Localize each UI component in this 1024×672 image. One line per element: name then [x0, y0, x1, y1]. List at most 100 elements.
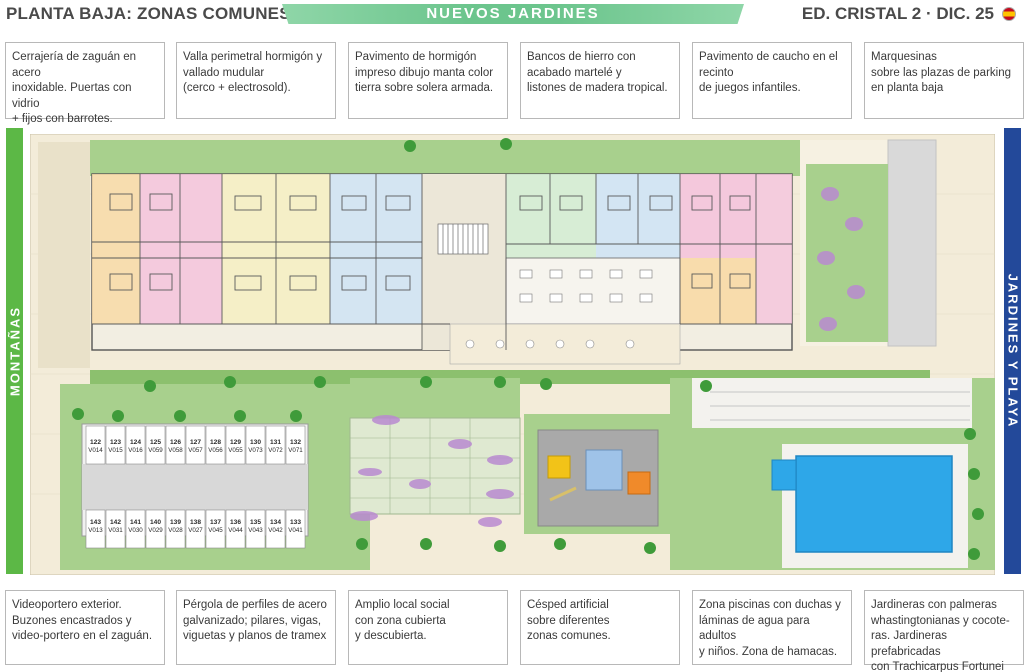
pool-zone — [670, 378, 995, 570]
parking-space-code: V043 — [248, 527, 263, 534]
unit-pink-east — [680, 174, 756, 258]
parking-space-code: V073 — [248, 447, 263, 454]
parking-space — [85, 509, 106, 549]
parking-space-number: 138 — [190, 519, 201, 526]
parking-space-number: 129 — [230, 439, 241, 446]
parking-space — [125, 425, 146, 465]
spain-flag-icon — [1002, 7, 1016, 21]
note-pool-area: Zona piscinas con duchas y láminas de ag… — [692, 590, 852, 665]
page-title: PLANTA BAJA: ZONAS COMUNES — [6, 4, 291, 23]
parking-space-code: V027 — [188, 527, 203, 534]
unit-pink-east-2 — [756, 174, 792, 324]
parking-space-code: V013 — [88, 527, 103, 534]
play-climber-orange — [627, 471, 651, 495]
parking-space — [145, 425, 166, 465]
parking-row-bottom: 143V013142V031141V030140V029139V028138V0… — [85, 509, 306, 549]
side-label-gardens-beach-text: JARDINES Y PLAYA — [1005, 273, 1020, 429]
flower-beds — [350, 415, 514, 527]
parking-space-code: V014 — [88, 447, 103, 454]
parking-space — [185, 509, 206, 549]
parking-space-number: 135 — [250, 519, 261, 526]
play-net-court — [585, 449, 623, 491]
parking-space — [105, 509, 126, 549]
parking-space-number: 132 — [290, 439, 301, 446]
lobby-core — [422, 174, 506, 350]
parking-space-code: V072 — [268, 447, 283, 454]
play-sandbox-yellow — [547, 455, 571, 479]
note-social-room: Amplio local social con zona cubierta y … — [348, 590, 508, 665]
parking-space — [205, 509, 226, 549]
east-parking-canopy — [887, 139, 937, 347]
note-palm-planters: Jardineras con palmeras whastingtonianas… — [864, 590, 1024, 672]
parking-space-code: V041 — [288, 527, 303, 534]
note-rubber-flooring: Pavimento de caucho en el recinto de jue… — [692, 42, 852, 119]
swing-frame — [549, 486, 577, 502]
parking-space-number: 131 — [270, 439, 281, 446]
parking-space-code: V029 — [148, 527, 163, 534]
parking-space-number: 136 — [230, 519, 241, 526]
unit-orange-east — [680, 258, 756, 324]
parking-space — [265, 509, 286, 549]
lobby-stairs — [437, 223, 489, 255]
palm-trees — [72, 138, 984, 560]
social-room-tables — [519, 269, 653, 303]
parking-space-number: 142 — [110, 519, 121, 526]
west-lawn — [38, 142, 90, 368]
note-parking-canopies: Marquesinas sobre las plazas de parking … — [864, 42, 1024, 119]
building-block — [91, 173, 793, 365]
pergola-slats — [350, 418, 520, 514]
parking-space-code: V044 — [228, 527, 243, 534]
parking-space — [205, 425, 226, 465]
parking-space — [105, 425, 126, 465]
parking-space — [265, 425, 286, 465]
parking-aisle — [82, 464, 308, 510]
parking-space-code: V055 — [228, 447, 243, 454]
parking-space-number: 143 — [90, 519, 101, 526]
parking-space-number: 139 — [170, 519, 181, 526]
note-iron-benches: Bancos de hierro con acabado martelé y l… — [520, 42, 680, 119]
site-plan: 122V014123V015124V016125V059126V058127V0… — [30, 134, 995, 575]
unit-green-east — [506, 174, 596, 258]
terrace-tables — [465, 339, 635, 349]
parking-space — [85, 425, 106, 465]
social-room — [505, 257, 681, 325]
parking-space — [165, 425, 186, 465]
parking-space — [245, 509, 266, 549]
parking-space-number: 134 — [270, 519, 281, 526]
parking-space-number: 130 — [250, 439, 261, 446]
note-steel-pergola: Pérgola de perfiles de acero galvanizado… — [176, 590, 336, 665]
kids-pool — [771, 459, 797, 491]
pergola-garden — [349, 378, 521, 527]
parking-space-number: 133 — [290, 519, 301, 526]
parking-space — [225, 509, 246, 549]
section-banner: NUEVOS JARDINES — [282, 4, 744, 24]
parking-space — [125, 509, 146, 549]
pergola-lawn — [350, 378, 520, 418]
parking-space — [185, 425, 206, 465]
parking-space-number: 140 — [150, 519, 161, 526]
side-label-mountains-text: MONTAÑAS — [7, 305, 22, 397]
parking-space-code: V057 — [188, 447, 203, 454]
parking-space-number: 122 — [90, 439, 101, 446]
parking-space-number: 124 — [130, 439, 141, 446]
parking-area: 122V014123V015124V016125V059126V058127V0… — [60, 384, 370, 570]
parking-space-number: 127 — [190, 439, 201, 446]
parking-space-number: 141 — [130, 519, 141, 526]
parking-space-code: V058 — [168, 447, 183, 454]
north-lawn-strip — [90, 140, 800, 176]
playground — [524, 414, 670, 534]
note-artificial-turf: Césped artificial sobre diferentes zonas… — [520, 590, 680, 665]
parking-space — [285, 509, 306, 549]
note-perimeter-fence: Valla perimetral hormigón y vallado mudu… — [176, 42, 336, 119]
parking-space-number: 123 — [110, 439, 121, 446]
parking-row-top: 122V014123V015124V016125V059126V058127V0… — [85, 425, 306, 465]
note-concrete-paving: Pavimento de hormigón impreso dibujo man… — [348, 42, 508, 119]
parking-space-number: 128 — [210, 439, 221, 446]
note-gate-ironwork: Cerrajería de zaguán en acero inoxidable… — [5, 42, 165, 125]
parking-space — [285, 425, 306, 465]
parking-space-number: 126 — [170, 439, 181, 446]
parking-space-number: 137 — [210, 519, 221, 526]
sunbed-deck — [692, 378, 972, 428]
building-date-label: ED. CRISTAL 2 · DIC. 25 — [801, 4, 994, 23]
parking-space-code: V059 — [148, 447, 163, 454]
